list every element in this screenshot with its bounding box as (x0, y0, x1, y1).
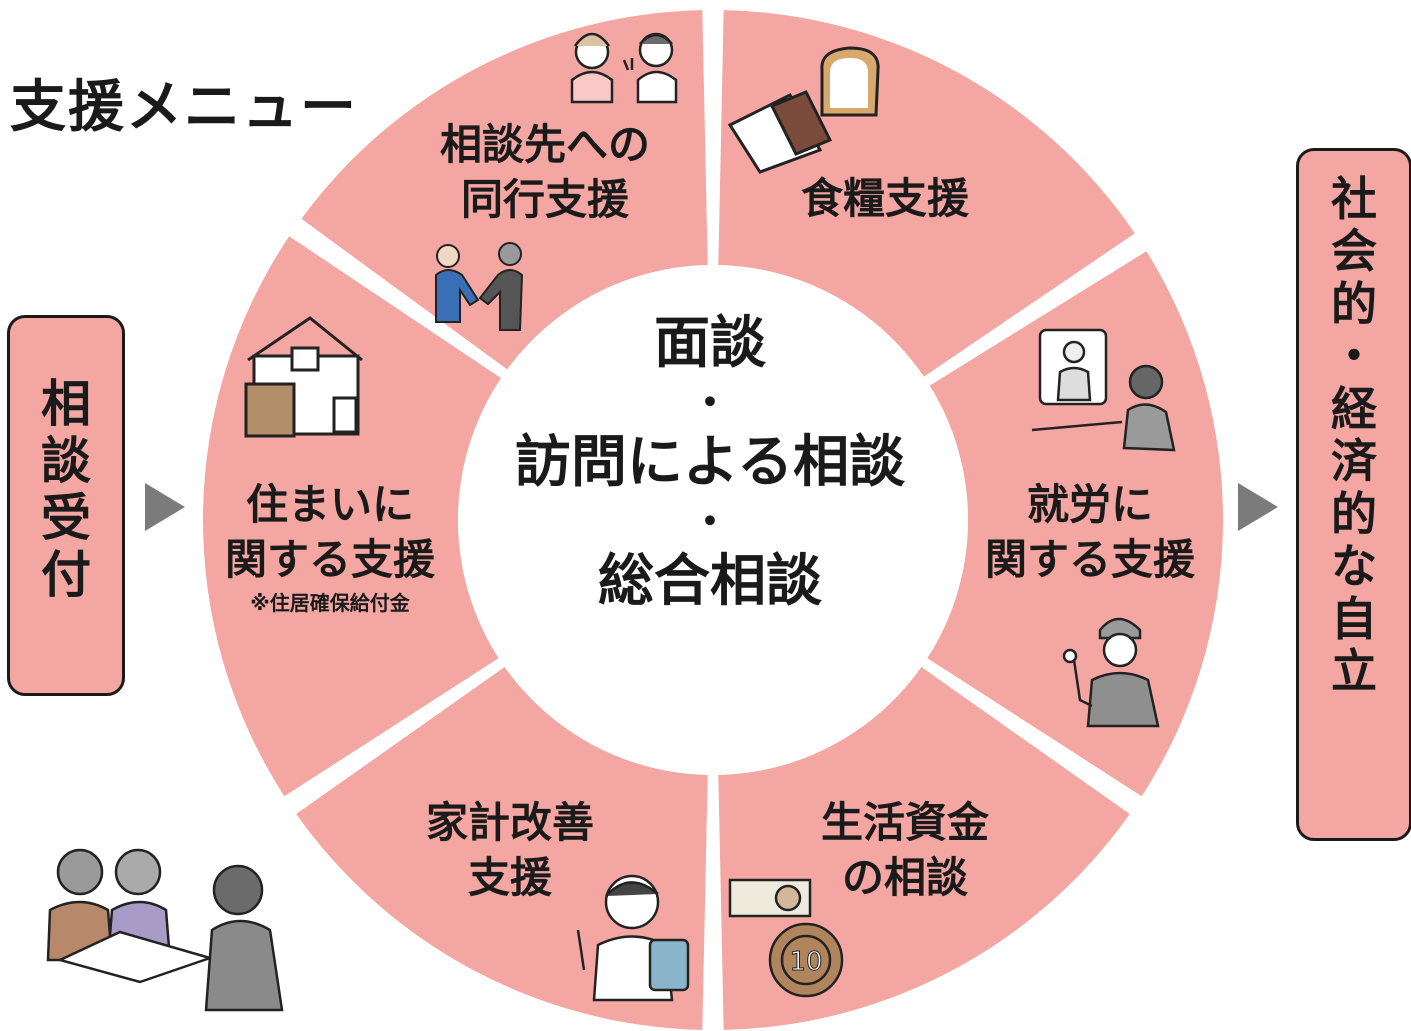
segment-food-label: 食糧支援 (740, 172, 1030, 227)
segment-housing-label: 住まいに 関する支援 ※住居確保給付金 (200, 478, 460, 619)
center-label: 面談 ・ 訪問による相談 ・ 総合相談 (460, 310, 960, 616)
center-line: 訪問による相談 (514, 430, 906, 496)
segment-line: 就労に (1026, 480, 1153, 529)
family-consultation-icon (46, 848, 284, 1012)
segment-line: 関する支援 (984, 534, 1195, 584)
handshake-icon (435, 242, 524, 331)
goal-char: ・ (1331, 329, 1377, 384)
segment-line: 生活資金 (820, 798, 989, 847)
goal-char: 社 (1331, 172, 1377, 226)
intake-char: 付 (41, 546, 91, 604)
segment-line: 食糧支援 (800, 174, 969, 223)
segment-work-label: 就労に 関する支援 (960, 478, 1220, 587)
goal-char: 立 (1331, 643, 1377, 698)
goal-char: 会 (1331, 224, 1377, 279)
arrow-right-icon (145, 483, 185, 531)
segment-line: 相談先への (439, 120, 650, 169)
center-line: 総合相談 (598, 549, 822, 615)
segment-line: 同行支援 (460, 174, 629, 224)
segment-accompany-label: 相談先への 同行支援 (395, 118, 695, 227)
segment-funds-label: 生活資金 の相談 (780, 796, 1030, 905)
bread-chocolate-icon (727, 46, 880, 174)
arrow-right-icon (1238, 483, 1278, 531)
coin-value: 10 (789, 947, 822, 977)
goal-char: な (1331, 539, 1377, 594)
segment-household (296, 666, 708, 1030)
house-icon (244, 316, 363, 438)
goal-char: 経 (1331, 381, 1377, 436)
mechanic-icon (1062, 617, 1160, 728)
intake-char: 受 (41, 489, 91, 547)
goal-box: 社 会 的 ・ 経 済 的 な 自 立 (1296, 148, 1411, 841)
center-separator: ・ (690, 380, 730, 427)
intake-box: 相 談 受 付 (7, 315, 125, 696)
intake-char: 相 (41, 375, 91, 433)
goal-label: 社 会 的 ・ 経 済 的 な 自 立 (1299, 151, 1409, 698)
goal-char: 的 (1331, 276, 1377, 331)
calculator-person-icon (576, 874, 690, 1002)
housing-note: ※住居確保給付金 (250, 591, 410, 616)
segment-line: 住まいに (245, 480, 414, 529)
intake-char: 談 (41, 432, 91, 490)
segment-line: 支援 (467, 852, 552, 902)
money-coin-icon: 10 (728, 878, 844, 998)
people-greeting-icon (570, 32, 678, 104)
intake-label: 相 談 受 付 (10, 318, 122, 604)
center-line: 面談 (654, 311, 766, 376)
center-separator: ・ (690, 499, 730, 546)
segment-line: 家計改善 (425, 798, 594, 847)
segment-line: の相談 (841, 852, 968, 902)
center-circle (458, 265, 968, 775)
goal-char: 済 (1331, 434, 1377, 489)
goal-char: 的 (1331, 486, 1377, 541)
goal-char: 自 (1331, 591, 1377, 646)
segment-household-label: 家計改善 支援 (380, 796, 640, 905)
segment-line: 関する支援 (224, 534, 435, 584)
page-title: 支援メニュー (10, 75, 358, 140)
online-interview-icon (1031, 328, 1176, 452)
